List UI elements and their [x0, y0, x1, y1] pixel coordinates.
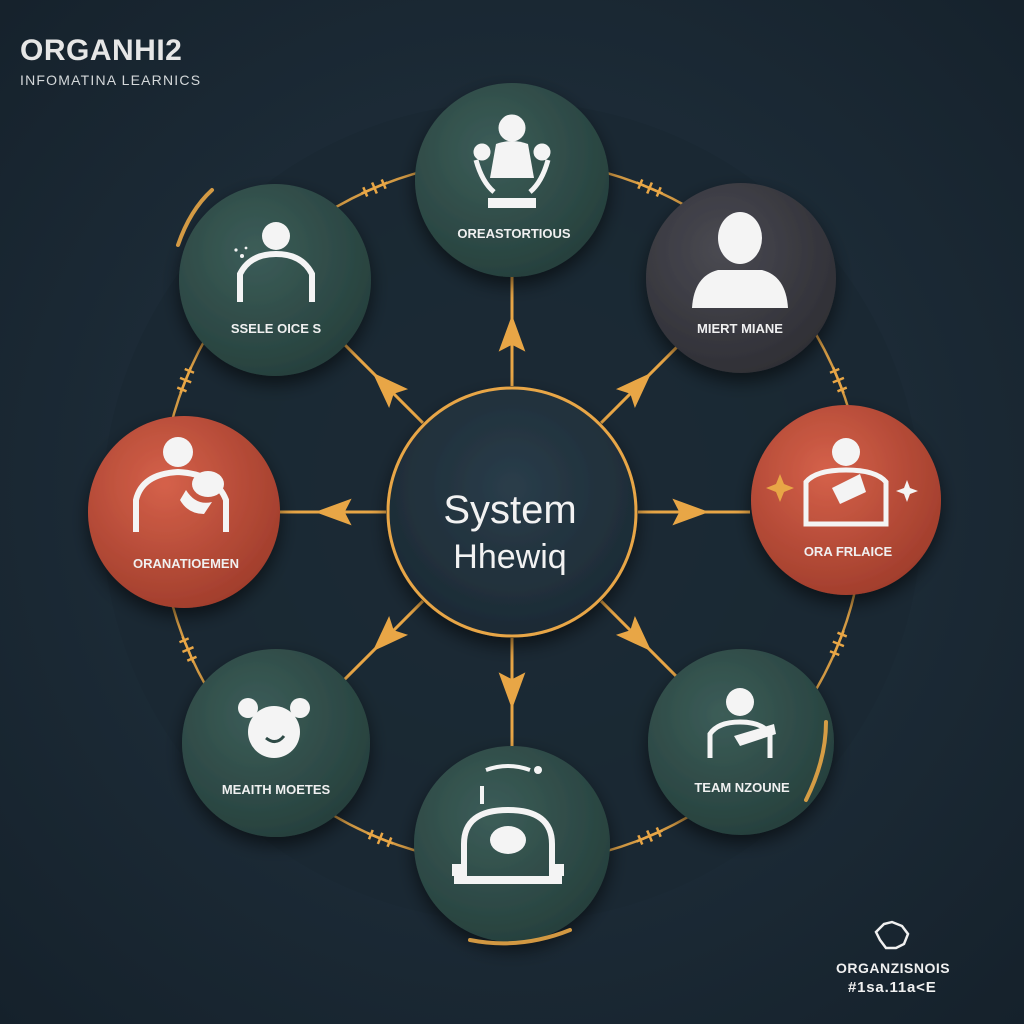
node-top: OREASTORTIOUS	[415, 83, 609, 277]
accent-arc-bottom-right	[804, 720, 828, 802]
ring-tick-mark	[829, 366, 848, 394]
ring-tick-stroke	[831, 366, 845, 394]
node-bottom-right-label: TEAM NZOUNE	[694, 780, 790, 795]
brand-header: ORGANHI2 INFOMATINA LEARNICS	[20, 34, 202, 89]
node-bottom-left: MEAITH MOETES	[182, 649, 370, 837]
connector-arrowhead	[372, 615, 409, 652]
footer-line2: #1sa.11a<E	[848, 979, 937, 996]
person-holding-two-icon	[473, 114, 551, 208]
ring-tick-mark	[636, 827, 663, 846]
ring-tick-mark	[829, 630, 848, 658]
mouse-face-icon	[238, 698, 310, 758]
accent-arc-top-left	[176, 188, 214, 247]
person-holding-child-icon	[133, 437, 229, 532]
brand-title: ORGANHI2	[20, 34, 183, 67]
person-silhouette-icon	[692, 212, 788, 308]
ring-tick-stroke	[179, 366, 193, 394]
node-top-left: SSELE OICE S	[179, 184, 371, 376]
octagon-logo-icon	[874, 920, 910, 950]
machine-operator-icon	[452, 764, 564, 884]
footer-line1: ORGANZISNOIS	[836, 960, 951, 976]
node-top-label: OREASTORTIOUS	[457, 226, 570, 241]
person-waving-icon	[707, 688, 776, 758]
ring-tick-mark	[366, 829, 394, 848]
node-top-right: MIERT MIANE	[646, 183, 836, 373]
node-top-right-label: MIERT MIANE	[697, 321, 783, 336]
person-sparkle-icon	[234, 222, 315, 302]
connector-arrowhead	[498, 315, 526, 352]
accent-arc-bottom	[468, 928, 572, 946]
node-top-left-label: SSELE OICE S	[231, 321, 322, 336]
ring-tick-mark	[636, 178, 663, 197]
ring-tick-stroke	[181, 636, 195, 663]
node-bottom-right: TEAM NZOUNE	[648, 649, 834, 835]
node-left-label: ORANATIOEMEN	[133, 556, 239, 571]
center-title-line2: Hhewiq	[453, 538, 566, 576]
node-left: ORANATIOEMEN	[88, 416, 280, 608]
ring-tick-stroke	[361, 181, 388, 195]
node-right: ORA FRLAICE	[751, 405, 941, 595]
connector-arrowhead	[315, 498, 352, 526]
ring-tick-mark	[361, 178, 388, 197]
node-bottom-left-label: MEAITH MOETES	[222, 782, 331, 797]
ring-tick-stroke	[636, 829, 663, 843]
ring-tick-group	[176, 178, 848, 848]
connector-arrowhead	[615, 372, 652, 409]
ring-tick-stroke	[366, 831, 394, 845]
ring-tick-mark	[178, 636, 197, 663]
connector-arrowhead	[372, 372, 409, 409]
center-hub: System Hhewiq	[386, 386, 638, 638]
ring-tick-mark	[176, 366, 195, 394]
node-bottom	[414, 746, 610, 942]
connector-group	[274, 274, 750, 750]
person-with-badge-icon	[766, 438, 918, 527]
connector-arrowhead	[672, 498, 709, 526]
ring-tick-stroke	[636, 181, 663, 195]
connector-arrowhead	[615, 615, 652, 652]
brand-subtitle: INFOMATINA LEARNICS	[20, 72, 202, 88]
connector-arrowhead	[498, 672, 526, 709]
center-title-line1: System	[443, 488, 576, 532]
ring-tick-stroke	[831, 630, 845, 658]
node-right-label: ORA FRLAICE	[804, 544, 893, 559]
